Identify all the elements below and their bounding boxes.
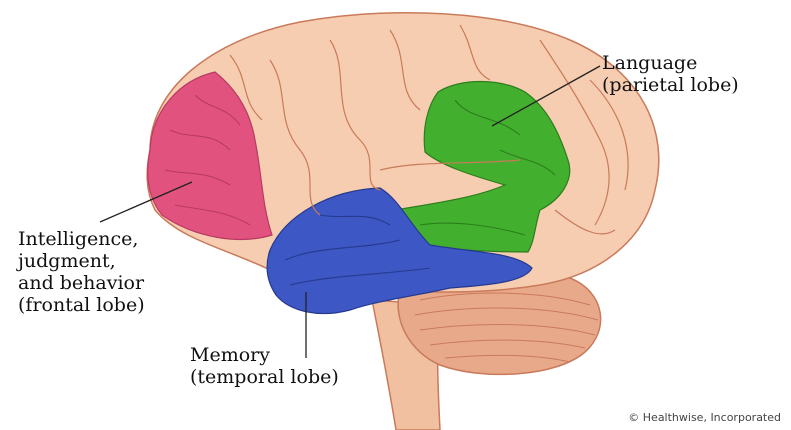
- language-label: Language (parietal lobe): [602, 52, 739, 96]
- language-label-line-2: (parietal lobe): [602, 74, 739, 96]
- memory-label-line-2: (temporal lobe): [190, 366, 339, 388]
- copyright-credit: © Healthwise, Incorporated: [628, 411, 781, 424]
- language-label-line-1: Language: [602, 52, 739, 74]
- intelligence-label-line-1: Intelligence,: [18, 228, 145, 250]
- memory-label-line-1: Memory: [190, 344, 339, 366]
- intelligence-label-line-3: and behavior: [18, 272, 145, 294]
- intelligence-label-line-2: judgment,: [18, 250, 145, 272]
- intelligence-label-line-4: (frontal lobe): [18, 294, 145, 316]
- intelligence-label: Intelligence, judgment, and behavior (fr…: [18, 228, 145, 316]
- memory-label: Memory (temporal lobe): [190, 344, 339, 388]
